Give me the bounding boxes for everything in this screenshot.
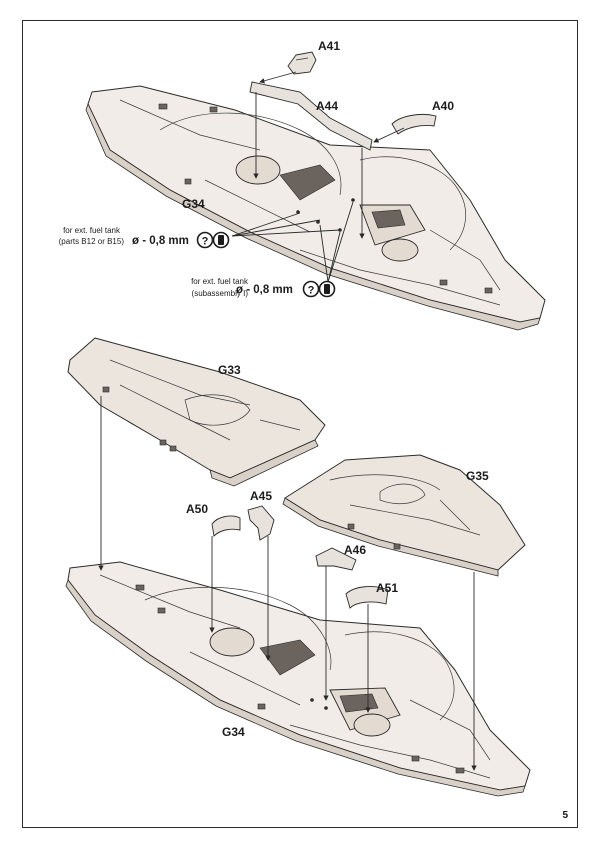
note-fuel-tank-2-line1: for ext. fuel tank (191, 277, 249, 286)
drill-size-1: ø - 0,8 mm (132, 235, 189, 247)
label-a40: A40 (432, 99, 454, 113)
part-a41 (287, 51, 317, 75)
label-g34-top: G34 (182, 197, 205, 211)
label-g33: G33 (218, 363, 241, 377)
label-a46: A46 (344, 543, 366, 557)
label-a41: A41 (318, 39, 340, 53)
question-icon (196, 231, 214, 249)
drill-icon-bit (324, 284, 330, 294)
label-g35: G35 (466, 469, 489, 483)
note-fuel-tank-1-line1: for ext. fuel tank (63, 226, 121, 235)
question-icon (302, 280, 320, 298)
part-a45 (247, 505, 275, 541)
label-a51: A51 (376, 581, 398, 595)
part-a40 (391, 113, 437, 135)
drill-icon-bit (218, 235, 224, 245)
page-number: 5 (562, 810, 568, 821)
label-a45: A45 (250, 489, 272, 503)
part-a44 (249, 81, 373, 151)
part-a50 (211, 515, 241, 537)
drill-note-1: for ext. fuel tank (parts B12 or B15) ø … (59, 226, 230, 249)
question-icon-glyph: ? (308, 285, 315, 297)
page-frame (22, 20, 578, 828)
left-upper-wing-g33 (67, 337, 326, 487)
part-a51 (345, 586, 389, 609)
part-a46 (315, 547, 357, 571)
drill-note-2: for ext. fuel tank (subassembly I) ø - 0… (191, 277, 336, 298)
question-icon-glyph: ? (202, 236, 209, 248)
bottom-lower-wing-g34 (65, 561, 531, 797)
label-a50: A50 (186, 502, 208, 516)
note-fuel-tank-1-line2: (parts B12 or B15) (59, 237, 125, 246)
label-a44: A44 (316, 99, 338, 113)
drill-size-2: ø - 0,8 mm (236, 284, 293, 296)
top-lower-wing-g34 (85, 85, 546, 331)
right-upper-wing-g35 (282, 454, 526, 577)
note-fuel-tank-2-line2: (subassembly I) (192, 289, 249, 298)
label-g34-bottom: G34 (222, 725, 245, 739)
